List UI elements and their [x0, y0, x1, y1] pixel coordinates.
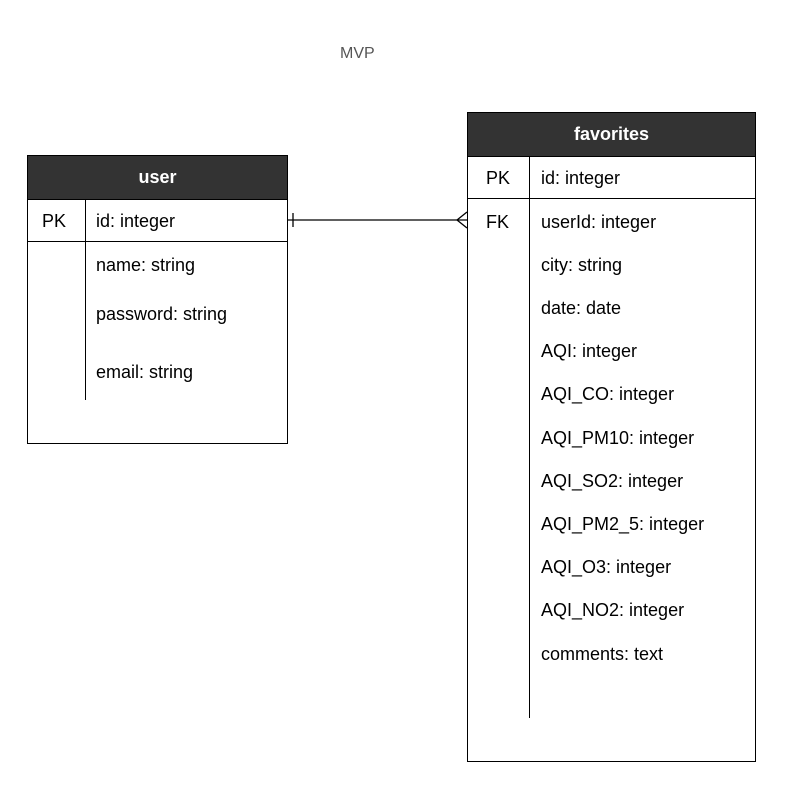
user-header-divider — [28, 199, 287, 200]
favorites-attribute-aqi-so2[interactable]: AQI_SO2: integer — [541, 471, 684, 491]
favorites-attribute-aqi[interactable]: AQI: integer — [541, 341, 638, 361]
user-key-column-divider — [85, 199, 86, 400]
favorites-fk-field[interactable]: userId: integer — [541, 212, 657, 232]
user-entity-title: user — [28, 156, 287, 199]
favorites-attribute-comments[interactable]: comments: text — [541, 644, 664, 664]
favorites-entity[interactable]: favorites PK id: integer FK userId: inte… — [467, 112, 756, 762]
favorites-entity-title: favorites — [468, 113, 755, 156]
user-pk-field[interactable]: id: integer — [96, 211, 176, 231]
user-attribute-password[interactable]: password: string — [96, 304, 228, 324]
favorites-attribute-aqi-pm2-5[interactable]: AQI_PM2_5: integer — [541, 514, 705, 534]
favorites-attribute-aqi-pm10[interactable]: AQI_PM10: integer — [541, 428, 695, 448]
favorites-header-divider — [468, 156, 755, 157]
favorites-pk-divider — [468, 198, 755, 199]
favorites-attribute-city[interactable]: city: string — [541, 255, 623, 275]
favorites-attribute-aqi-co[interactable]: AQI_CO: integer — [541, 384, 675, 404]
favorites-pk-label: PK — [486, 168, 511, 188]
diagram-title: MVP — [340, 45, 375, 62]
favorites-attribute-date[interactable]: date: date — [541, 298, 622, 318]
favorites-pk-field[interactable]: id: integer — [541, 168, 621, 188]
favorites-key-column-divider — [529, 156, 530, 718]
many-cardinality-crowsfoot — [455, 211, 468, 229]
user-attribute-email[interactable]: email: string — [96, 362, 194, 382]
favorites-attribute-aqi-no2[interactable]: AQI_NO2: integer — [541, 600, 685, 620]
favorites-fk-label: FK — [486, 212, 510, 232]
user-entity[interactable]: user PK id: integer name: string passwor… — [27, 155, 288, 444]
user-attribute-name[interactable]: name: string — [96, 255, 196, 275]
user-pk-label: PK — [42, 211, 67, 231]
user-pk-divider — [28, 241, 287, 242]
favorites-attribute-aqi-o3[interactable]: AQI_O3: integer — [541, 557, 672, 577]
